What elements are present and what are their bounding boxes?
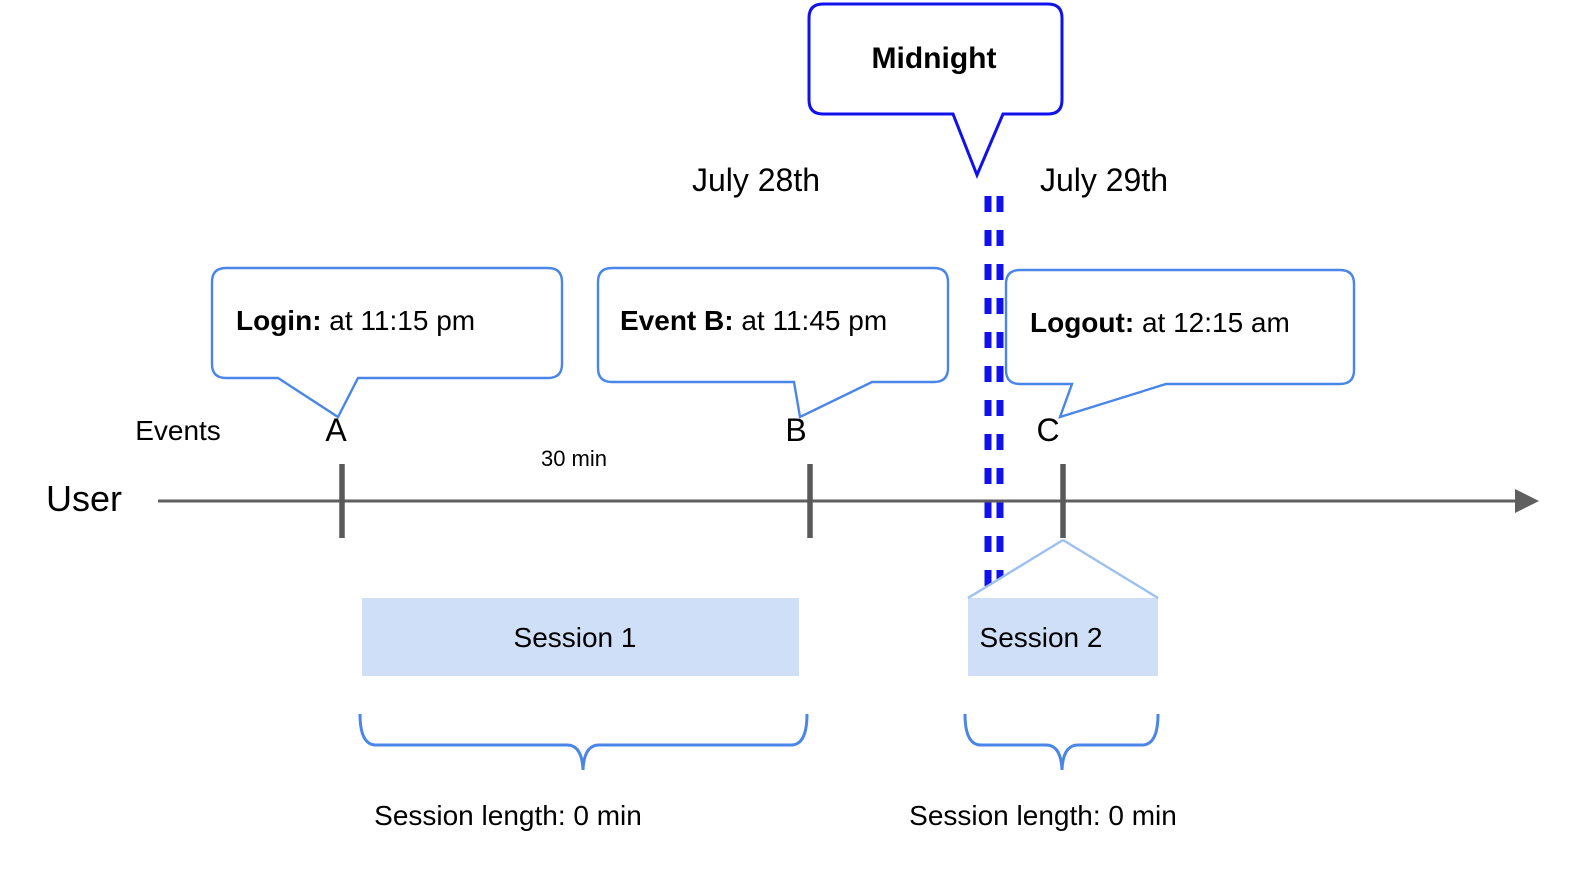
session-2-length-label: Session length: 0 min (909, 800, 1177, 831)
callout-logout-rest: at 12:15 am (1134, 307, 1290, 338)
session-1-brace (358, 713, 809, 771)
session-2-leader-right (1062, 538, 1159, 600)
session-1-length-label: Session length: 0 min (374, 800, 642, 831)
date-label-july-29: July 29th (1039, 162, 1169, 198)
midnight-callout-label: Midnight (871, 42, 997, 75)
row-label-user: User (46, 478, 123, 519)
callout-shape-login (210, 266, 564, 419)
session-1-label: Session 1 (513, 622, 637, 653)
session-2-brace (963, 713, 1160, 771)
callout-login-bold: Login: (236, 305, 322, 336)
callout-label-logout: Logout: at 12:15 am (1030, 309, 1290, 337)
session-2-block (968, 598, 1158, 676)
session-1-block (362, 598, 799, 676)
callout-logout-bold: Logout: (1030, 307, 1135, 338)
callout-shape-logout (1004, 268, 1356, 419)
callout-label-event-b: Event B: at 11:45 pm (620, 307, 887, 335)
callout-event-b-bold: Event B: (620, 305, 734, 336)
date-label-july-28: July 28th (691, 162, 821, 198)
callout-shape-event-b (596, 266, 950, 419)
event-letter-b: B (785, 412, 807, 448)
row-label-events: Events (135, 415, 221, 446)
event-letter-a: A (325, 412, 347, 448)
event-letter-c: C (1036, 412, 1060, 448)
session-2-leader-left (967, 538, 1064, 600)
interval-label-30-min: 30 min (540, 446, 608, 471)
session-2-label: Session 2 (979, 622, 1103, 653)
callout-label-login: Login: at 11:15 pm (236, 307, 475, 335)
callout-event-b-rest: at 11:45 pm (733, 305, 888, 336)
callout-login-rest: at 11:15 pm (321, 305, 476, 336)
midnight-callout-shape (807, 2, 1064, 179)
session-2-leader-fill (968, 540, 1158, 598)
